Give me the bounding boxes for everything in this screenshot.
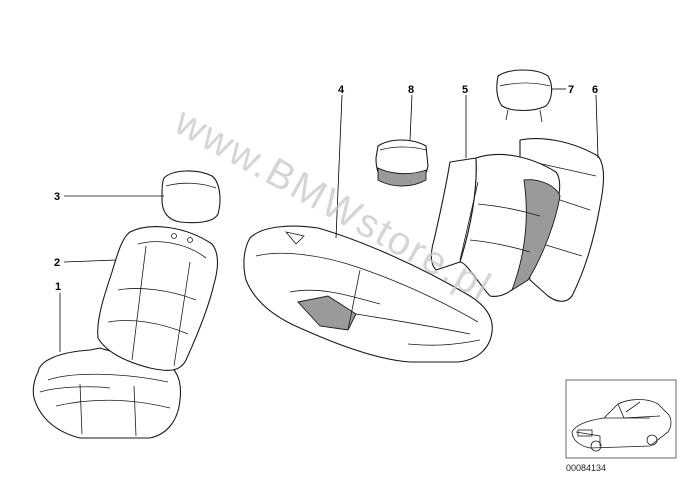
- reference-thumbnail: 00084134: [565, 379, 677, 473]
- part-7-rear-headrest[interactable]: [496, 69, 553, 123]
- callout-2: 2: [54, 257, 60, 269]
- callout-6: 6: [592, 84, 598, 96]
- callout-7: 7: [568, 84, 574, 96]
- callout-1: 1: [55, 281, 61, 293]
- callout-5: 5: [462, 84, 468, 96]
- car-icon: [571, 399, 672, 452]
- callout-4: 4: [338, 84, 345, 96]
- part-8-armrest[interactable]: [375, 139, 429, 187]
- part-2-seat-backrest[interactable]: [97, 226, 219, 371]
- callout-labels: 1 2 3 4 5 6 7 8: [54, 84, 598, 293]
- leader-lines: [59, 88, 599, 352]
- thumbnail-frame: [565, 379, 677, 459]
- callout-8: 8: [408, 84, 414, 96]
- reference-number: 00084134: [566, 463, 606, 473]
- part-3-headrest[interactable]: [161, 170, 221, 224]
- part-4-rear-bench-cushion[interactable]: [243, 225, 493, 363]
- callout-3: 3: [54, 191, 60, 203]
- part-5-rear-backrest-cover[interactable]: [430, 153, 561, 297]
- part-1-seat-cushion[interactable]: [32, 347, 182, 439]
